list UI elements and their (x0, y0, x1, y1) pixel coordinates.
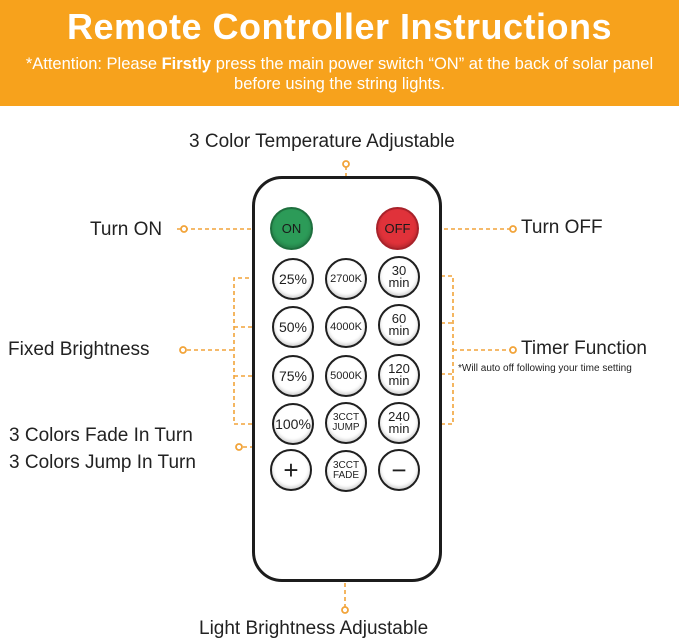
color-temp-label: 3 Color Temperature Adjustable (189, 131, 455, 152)
cct-jump-label-top: 3CCT (332, 412, 360, 423)
connector-dot (342, 160, 350, 168)
attention-note-emphasis: Firstly (161, 55, 212, 73)
minus-icon: − (391, 454, 407, 485)
timer-30-unit: min (388, 275, 410, 290)
brightness-adjustable-label: Light Brightness Adjustable (199, 618, 429, 639)
minus-button[interactable]: − (378, 449, 420, 491)
header-banner: Remote Controller Instructions *Attentio… (0, 0, 679, 106)
brightness-25-button[interactable]: 25% (272, 258, 314, 300)
timer-60-unit: min (388, 323, 410, 338)
jump-label: 3 Colors Jump In Turn (9, 452, 196, 473)
brightness-50-button[interactable]: 50% (272, 306, 314, 348)
plus-button[interactable]: + (270, 449, 312, 491)
brightness-100-button[interactable]: 100% (272, 403, 314, 445)
timer-60-value: 60 (391, 311, 407, 326)
turn-on-label: Turn ON (90, 219, 163, 240)
attention-note-start: *Attention: Please (25, 55, 162, 73)
on-button[interactable]: ON (270, 207, 313, 250)
cct-fade-label-top: 3CCT (332, 460, 360, 471)
temp-2700k-button[interactable]: 2700K (325, 258, 367, 300)
brightness-50-label: 50% (278, 319, 308, 335)
attention-note-end: press the main power switch “ON” at the … (211, 55, 654, 93)
connector-dot (509, 346, 517, 354)
temp-4000k-button[interactable]: 4000K (325, 306, 367, 348)
on-button-label: ON (281, 221, 302, 236)
temp-5000k-button[interactable]: 5000K (325, 355, 367, 397)
fixed-brightness-label: Fixed Brightness (8, 339, 150, 360)
cct-fade-label-bottom: FADE (332, 470, 360, 481)
cct-jump-label-bottom: JUMP (332, 422, 360, 433)
connector-dot (235, 443, 243, 451)
connector-dot (509, 225, 517, 233)
timer-240-value: 240 (388, 409, 410, 424)
timer-120-unit: min (388, 373, 410, 388)
off-button-label: OFF (384, 221, 411, 236)
off-button[interactable]: OFF (376, 207, 419, 250)
attention-note: *Attention: Please Firstly press the mai… (20, 54, 659, 94)
timer-function-label: Timer Function (521, 338, 647, 359)
timer-note: *Will auto off following your time setti… (458, 363, 632, 374)
connector-dot (179, 346, 187, 354)
connector-dot (341, 606, 349, 614)
turn-off-label: Turn OFF (521, 217, 603, 238)
brightness-100-label: 100% (275, 416, 311, 432)
timer-120-value: 120 (388, 361, 410, 376)
plus-icon: + (283, 454, 299, 485)
connector-dot (180, 225, 188, 233)
brightness-75-button[interactable]: 75% (272, 355, 314, 397)
page-title: Remote Controller Instructions (66, 6, 613, 47)
temp-4000k-label: 4000K (330, 321, 362, 333)
temp-5000k-label: 5000K (330, 370, 362, 382)
timer-240-unit: min (388, 421, 410, 436)
brightness-75-label: 75% (278, 368, 308, 384)
brightness-25-label: 25% (278, 271, 308, 287)
fade-label: 3 Colors Fade In Turn (9, 425, 193, 446)
timer-30-value: 30 (391, 263, 407, 278)
temp-2700k-label: 2700K (330, 273, 362, 285)
